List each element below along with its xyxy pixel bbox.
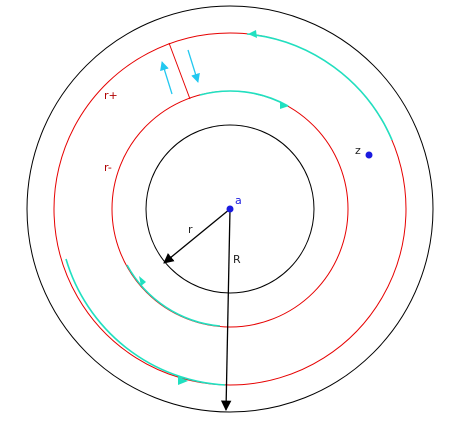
point-z xyxy=(365,151,373,159)
cyan-arc-outer-top xyxy=(246,33,393,141)
cyan-arrowhead-outer-bottom xyxy=(178,376,188,385)
cyan-arc-inner-bottom xyxy=(126,264,221,327)
label-z: z xyxy=(355,144,361,157)
cyan-arc-outer-bottom xyxy=(65,258,226,386)
cut-arrow-down xyxy=(187,49,200,83)
cyan-arrowhead-inner-bottom xyxy=(139,276,146,286)
cut-arrow-up xyxy=(160,61,173,95)
inner-circle xyxy=(145,124,315,294)
cyan-arc-inner-top xyxy=(199,90,289,107)
label-r-minus: r- xyxy=(104,161,112,174)
label-R-outer-radius: R xyxy=(233,253,241,266)
label-r-inner-radius: r xyxy=(188,223,193,236)
inner-radius-arrow xyxy=(163,208,231,264)
outer-circle xyxy=(26,5,434,413)
outer-radius-arrow xyxy=(220,208,232,412)
cyan-arrowhead-top xyxy=(248,30,257,38)
label-r-plus: r+ xyxy=(104,89,118,102)
cut-line-left xyxy=(168,42,191,100)
center-point-a xyxy=(226,205,234,213)
label-a: a xyxy=(235,194,242,207)
cyan-arrowhead-inner-top xyxy=(280,101,289,109)
